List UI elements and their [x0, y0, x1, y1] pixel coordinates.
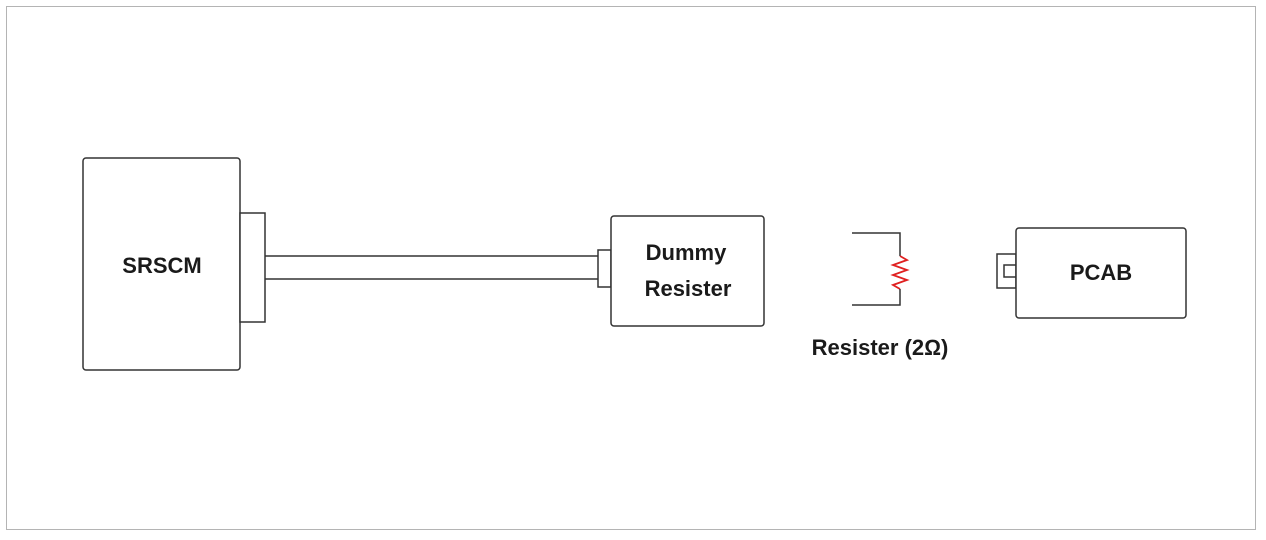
harness-cable [265, 255, 598, 280]
resister-2ohm: Resister (2Ω) [812, 232, 949, 360]
pcab-module: PCAB [996, 227, 1187, 319]
dummy-resister-box [610, 215, 765, 327]
diagram-frame [6, 6, 1256, 530]
dummy-resister: Dummy Resister [597, 215, 765, 327]
pcab-label: PCAB [1070, 260, 1132, 285]
srscm-module: SRSCM [82, 157, 266, 371]
resister-label: Resister (2Ω) [812, 335, 949, 360]
resister-lead-top [852, 232, 901, 256]
resister-zigzag [890, 255, 910, 290]
resister-lead-bottom [852, 289, 901, 306]
dummy-resister-plug [597, 249, 612, 288]
pcab-box [1015, 227, 1187, 319]
srscm-connector [239, 212, 266, 323]
dummy-resister-label-line1: Dummy [646, 240, 727, 265]
dummy-resister-label-line2: Resister [645, 276, 732, 301]
srscm-label: SRSCM [122, 253, 201, 278]
pcab-connector-inner [1003, 264, 1017, 278]
